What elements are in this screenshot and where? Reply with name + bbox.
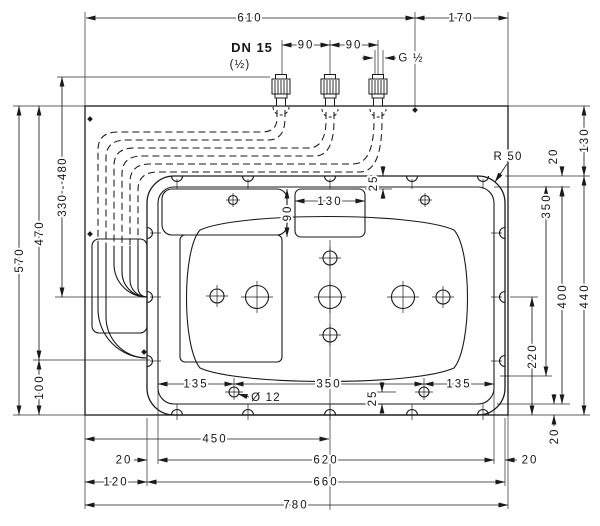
dim-620-label: 620 <box>313 455 338 467</box>
dim-135-right-label: 135 <box>446 379 471 391</box>
recess-outlines <box>161 188 366 363</box>
dim-660-label: 660 <box>313 477 338 489</box>
dim-350-bottom-label: 350 <box>316 379 341 391</box>
reference-targets <box>226 193 432 207</box>
pipe-fittings <box>271 74 388 107</box>
dimension-lines <box>16 15 587 508</box>
dim-90-inner-label: 90 <box>282 205 294 222</box>
dim-20-bottomleft-label: 20 <box>116 455 133 467</box>
dim-20-topright-label: 20 <box>548 148 560 165</box>
dim-570-label: 570 <box>14 247 26 272</box>
dim-220-label: 220 <box>527 343 539 368</box>
junction-box <box>91 238 148 334</box>
dim-400-label: 400 <box>557 283 569 308</box>
dn15-label: DN 15 <box>231 40 273 55</box>
fitting-connector <box>271 74 291 107</box>
dim-130-inner-label: 130 <box>317 196 342 208</box>
bath-rim-outline <box>186 215 468 383</box>
dim-350-right-label: 350 <box>541 193 553 218</box>
shelf-left <box>179 234 283 363</box>
dim-25-top-label: 25 <box>368 175 380 192</box>
dim-470-label: 470 <box>34 220 46 245</box>
holes <box>206 193 454 398</box>
dim-120-label: 120 <box>103 477 128 489</box>
dim-450-label: 450 <box>202 434 227 446</box>
dim-25-bottom-label: 25 <box>367 390 379 407</box>
pocket-top-center <box>294 188 366 238</box>
dia-12-label: Ø 12 <box>251 392 281 404</box>
hole-crosshairs <box>206 247 454 346</box>
hole-diameter-12 <box>225 386 433 398</box>
fitting-connector <box>368 74 388 107</box>
dim-170-label: 170 <box>448 13 473 25</box>
inner-frame-outline <box>157 186 495 405</box>
dim-440-label: 440 <box>579 283 591 308</box>
extension-lines <box>13 12 590 510</box>
pipe-bends-solid <box>91 238 148 359</box>
reference-dots <box>87 107 418 355</box>
radius-r50-label: R 50 <box>493 151 522 163</box>
dim-20-bottomright-v-label: 20 <box>549 428 561 445</box>
wall-plate-outline <box>84 105 509 416</box>
concealed-pipes-dashed <box>97 106 387 246</box>
dimension-labels: 610 170 90 90 G ½ DN 15 (½) 570 470 330 … <box>12 11 593 514</box>
dn15-sub-label: (½) <box>230 59 251 71</box>
dim-90-left-label: 90 <box>298 40 315 52</box>
dim-135-left-label: 135 <box>183 379 208 391</box>
thread-g12-label: G ½ <box>398 53 423 65</box>
dim-130-right-label: 130 <box>579 127 591 152</box>
dim-90-right-label: 90 <box>346 40 363 52</box>
dim-780-label: 780 <box>283 500 308 512</box>
dim-610-label: 610 <box>237 13 262 25</box>
dim-330-480-label: 330 - 480 <box>57 157 69 216</box>
fitting-connector <box>320 74 340 107</box>
pocket-top-left <box>161 188 288 236</box>
dim-20-bottomright-label: 20 <box>522 455 539 467</box>
dim-100-label: 100 <box>34 374 46 399</box>
